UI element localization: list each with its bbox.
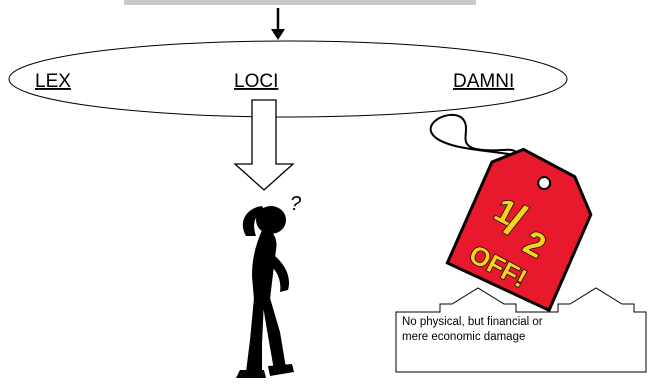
thinking-person-icon: ?: [236, 193, 302, 378]
hollow-down-arrow: [233, 99, 295, 191]
lex-loci-damni-ellipse: [8, 40, 568, 118]
top-arrow: [271, 8, 285, 40]
note-line-1: No physical, but financial or: [402, 316, 543, 328]
tag-string: [429, 113, 531, 159]
word-loci: LOCI: [234, 71, 278, 92]
tag-body: [445, 147, 593, 313]
note-line-2: mere economic damage: [402, 331, 526, 343]
tag-hole: [537, 176, 552, 191]
note-text: No physical, but financial or mere econo…: [402, 315, 620, 345]
word-damni: DAMNI: [453, 71, 514, 92]
word-lex: LEX: [35, 71, 71, 92]
half-off-tag-icon: 1 / 2 OFF!: [445, 147, 593, 313]
question-mark: ?: [290, 193, 302, 215]
note-callout-box: [395, 287, 647, 373]
top-bar: [124, 0, 476, 5]
